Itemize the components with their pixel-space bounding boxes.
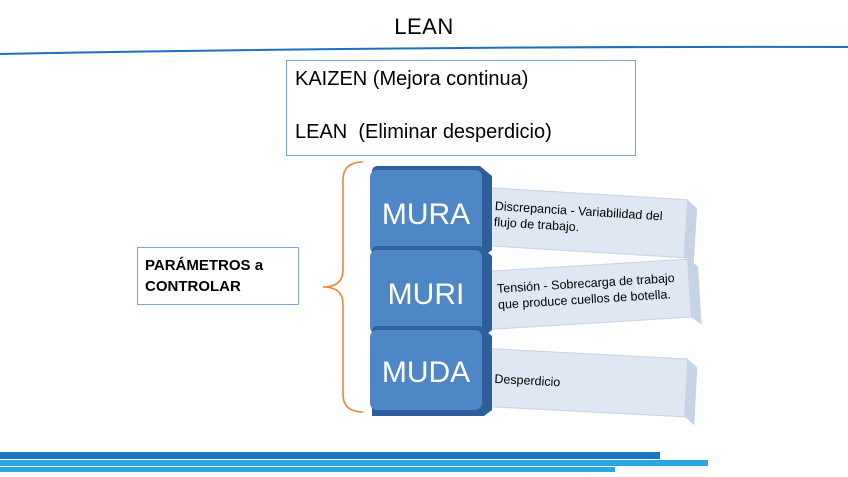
title-rule [0,45,848,55]
muda-panel: • Desperdicio [474,347,698,426]
mura-label-block: MURA [370,166,492,256]
lean-definition-box: KAIZEN (Mejora continua) LEAN (Eliminar … [286,60,636,156]
slide-title: LEAN [394,14,454,39]
parameters-box: PARÁMETROS a CONTROLAR [137,247,299,305]
mura-text-line-2: flujo de trabajo. [493,215,579,234]
mura-label: MURA [382,198,470,231]
muda-label-block: MUDA [370,326,492,416]
muda-text-line-1: Desperdicio [494,372,561,389]
muda-label: MUDA [382,356,470,389]
lean-line: LEAN (Eliminar desperdicio) [295,121,552,143]
footer-bar-dark [0,452,660,459]
footer-bar-light [0,460,708,466]
muri-panel: • Tensión - Sobrecarga de trabajo que pr… [477,258,702,331]
muri-label: MURI [388,278,465,311]
muri-label-block: MURI [370,246,492,336]
parameters-line-1: PARÁMETROS a [145,257,264,274]
curly-brace [322,161,364,413]
kaizen-line: KAIZEN (Mejora continua) [295,68,529,90]
parameters-line-2: CONTROLAR [145,278,241,295]
footer-bar-light-2 [0,467,615,472]
